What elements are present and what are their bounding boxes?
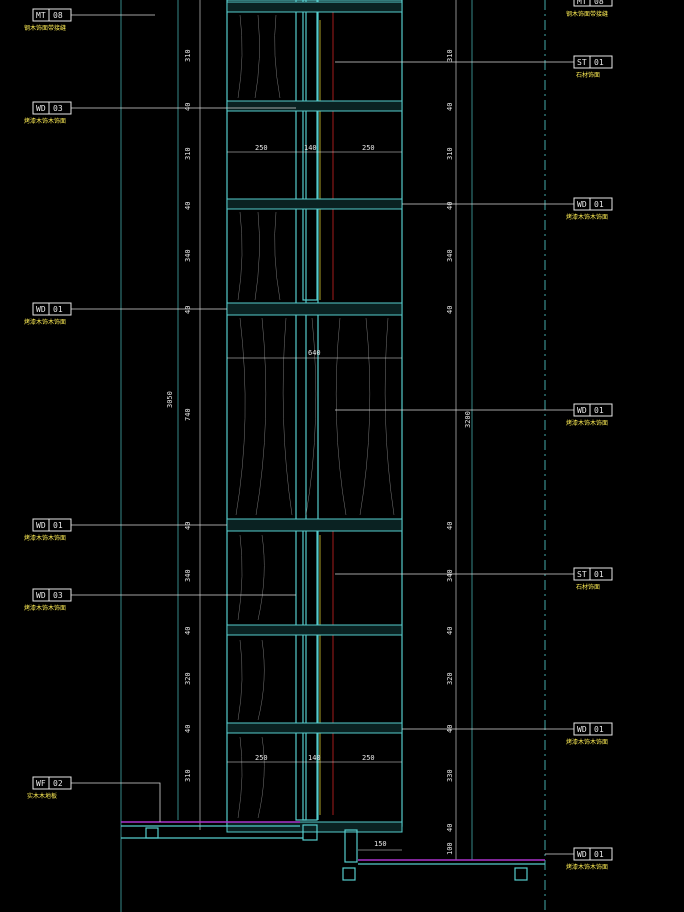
tag-wd01-a: WD 01 烤漆木饰木饰面 [24,302,227,326]
svg-text:08: 08 [594,0,604,6]
width-bottom-1: 140 [308,754,321,762]
dim-right-7: 340 [446,569,454,582]
dim-right-11: 330 [446,769,454,782]
svg-text:烤漆木饰木饰面: 烤漆木饰木饰面 [24,534,66,542]
width-panel: 640 [308,349,321,357]
dim-right-4: 340 [446,249,454,262]
svg-text:01: 01 [594,850,604,859]
svg-text:02: 02 [53,779,63,788]
dims-left: 310 40 310 40 340 40 740 40 340 40 320 4… [166,49,192,782]
svg-text:WD: WD [36,104,46,113]
svg-text:WD: WD [577,850,587,859]
width-top-1: 140 [304,144,317,152]
svg-text:烤漆木饰木饰面: 烤漆木饰木饰面 [24,318,66,326]
dims-horizontal: 250 140 250 640 250 140 250 150 [227,144,402,851]
overall-right: 3200 [464,411,472,428]
dim-left-3: 40 [184,202,192,210]
svg-text:实木木地板: 实木木地板 [27,792,57,800]
svg-text:01: 01 [594,200,604,209]
svg-text:08: 08 [53,11,63,20]
svg-text:石材饰面: 石材饰面 [576,583,600,591]
dim-left-10: 320 [184,672,192,685]
tag-wd01-f: WD 01 烤漆木饰木饰面 [545,847,613,871]
svg-text:钢木饰面带接缝: 钢木饰面带接缝 [24,24,66,32]
dim-left-8: 340 [184,569,192,582]
width-top-2: 250 [362,144,375,152]
tag-wd01-b: WD 01 烤漆木饰木饰面 [24,518,227,542]
floor [121,821,545,881]
svg-text:烤漆木饰木饰面: 烤漆木饰木饰面 [24,117,66,125]
dim-right-5: 40 [446,306,454,314]
svg-text:01: 01 [594,725,604,734]
dim-right-3: 40 [446,202,454,210]
svg-text:WD: WD [577,200,587,209]
tag-mt08: MT 08 钢木饰面带接缝 [24,8,155,32]
width-step: 150 [374,840,387,848]
svg-text:烤漆木饰木饰面: 烤漆木饰木饰面 [566,419,608,427]
svg-text:WD: WD [577,406,587,415]
tag-wd03-b: WD 03 烤漆木饰木饰面 [24,588,296,612]
dim-right-1: 40 [446,103,454,111]
left-tags: MT 08 钢木饰面带接缝 WD 03 烤漆木饰木饰面 WD 01 烤漆木饰木饰… [24,8,296,822]
svg-text:烤漆木饰木饰面: 烤漆木饰木饰面 [24,604,66,612]
svg-text:钢木饰面带接缝: 钢木饰面带接缝 [566,10,608,18]
svg-text:ST: ST [577,58,587,67]
dim-right-6: 40 [446,522,454,530]
svg-text:烤漆木饰木饰面: 烤漆木饰木饰面 [566,213,608,221]
svg-text:WD: WD [36,305,46,314]
width-bottom-2: 250 [362,754,375,762]
svg-text:03: 03 [53,591,63,600]
dim-left-9: 40 [184,627,192,635]
svg-text:石材饰面: 石材饰面 [576,71,600,79]
dim-left-4: 340 [184,249,192,262]
tag-wd01-e: WD 01 烤漆木饰木饰面 [402,722,613,746]
dim-left-1: 40 [184,103,192,111]
svg-text:烤漆木饰木饰面: 烤漆木饰木饰面 [566,863,608,871]
svg-text:01: 01 [594,570,604,579]
svg-text:烤漆木饰木饰面: 烤漆木饰木饰面 [566,738,608,746]
svg-text:01: 01 [53,305,63,314]
svg-text:WF: WF [36,779,46,788]
dim-left-12: 310 [184,769,192,782]
dim-left-6: 740 [184,408,192,421]
dim-left-7: 40 [184,522,192,530]
tag-st01-b: ST 01 石材饰面 [335,567,613,591]
svg-text:MT: MT [36,11,46,20]
wood-grain [235,14,395,819]
svg-text:WD: WD [577,725,587,734]
dim-left-11: 40 [184,725,192,733]
dim-right-8: 40 [446,627,454,635]
svg-text:WD: WD [36,521,46,530]
tag-wf02: WF 02 实木木地板 [27,776,161,822]
svg-text:01: 01 [594,406,604,415]
dim-left-5: 40 [184,306,192,314]
dim-left-0: 310 [184,49,192,62]
dim-right-2: 310 [446,147,454,160]
cabinet-frame [226,0,403,827]
tag-top-right: MT 08 钢木饰面带接缝 [566,0,613,18]
dim-left-2: 310 [184,147,192,160]
svg-text:MT: MT [577,0,587,6]
svg-text:01: 01 [594,58,604,67]
svg-text:03: 03 [53,104,63,113]
tag-st01-a: ST 01 石材饰面 [335,55,613,79]
tag-wd03-a: WD 03 烤漆木饰木饰面 [24,101,296,125]
width-top-0: 250 [255,144,268,152]
width-bottom-0: 250 [255,754,268,762]
right-tags: MT 08 钢木饰面带接缝 ST 01 石材饰面 WD 01 烤漆木饰木饰面 W… [335,0,613,871]
svg-text:01: 01 [53,521,63,530]
dim-right-9: 320 [446,672,454,685]
svg-text:ST: ST [577,570,587,579]
dims-right: 310 40 310 40 340 40 40 340 40 320 40 33… [446,49,472,855]
tag-wd01-d: WD 01 烤漆木饰木饰面 [335,403,613,427]
dim-right-12: 40 [446,824,454,832]
shelves [226,1,403,833]
tag-wd01-c: WD 01 烤漆木饰木饰面 [402,197,613,221]
dim-right-13: 100 [446,842,454,855]
overall-left: 3050 [166,391,174,408]
svg-text:WD: WD [36,591,46,600]
dim-right-0: 310 [446,49,454,62]
